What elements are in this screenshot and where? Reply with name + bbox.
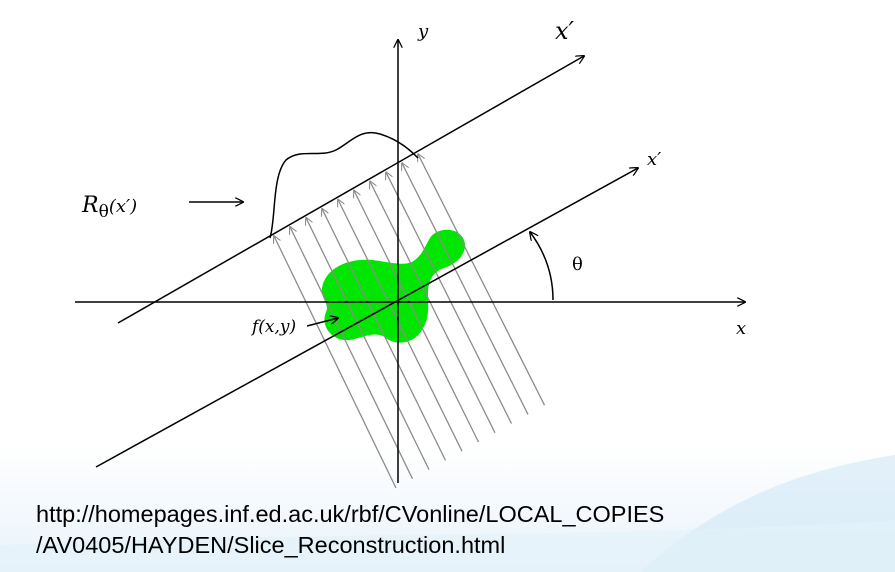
detector-axis-label: x′ xyxy=(555,17,575,45)
projection-ray xyxy=(370,181,496,434)
rotated-x-prime-axis xyxy=(95,168,638,468)
angle-label: θ xyxy=(572,254,583,275)
object-label-arrow xyxy=(306,318,338,327)
y-axis-label: y xyxy=(417,21,429,42)
projection-ray xyxy=(274,236,397,489)
projection-ray xyxy=(402,163,529,415)
caption-line-1: http://homepages.inf.ed.ac.uk/rbf/CVonli… xyxy=(36,501,665,527)
detector-line xyxy=(117,56,584,324)
projection-label: Rθ(x′) xyxy=(81,193,137,222)
projection-ray xyxy=(386,172,513,424)
x-axis-label: x xyxy=(736,318,746,339)
projection-ray xyxy=(338,200,463,452)
projection-ray xyxy=(418,154,546,406)
object-label: f(x,y) xyxy=(250,317,296,337)
radon-projection-diagram: y x x′ x′ Rθ(x′) f(x,y) θ xyxy=(75,17,746,489)
projection-ray xyxy=(290,227,414,480)
angle-arc xyxy=(530,232,554,301)
projection-profile-curve xyxy=(269,131,419,239)
projection-ray xyxy=(322,209,447,461)
rotated-axis-label: x′ xyxy=(647,149,661,170)
source-caption: http://homepages.inf.ed.ac.uk/rbf/CVonli… xyxy=(36,499,886,561)
projection-rays xyxy=(274,154,546,489)
caption-line-2: /AV0405/HAYDEN/Slice_Reconstruction.html xyxy=(36,532,506,558)
projection-ray xyxy=(354,191,480,443)
projection-ray xyxy=(306,218,430,470)
